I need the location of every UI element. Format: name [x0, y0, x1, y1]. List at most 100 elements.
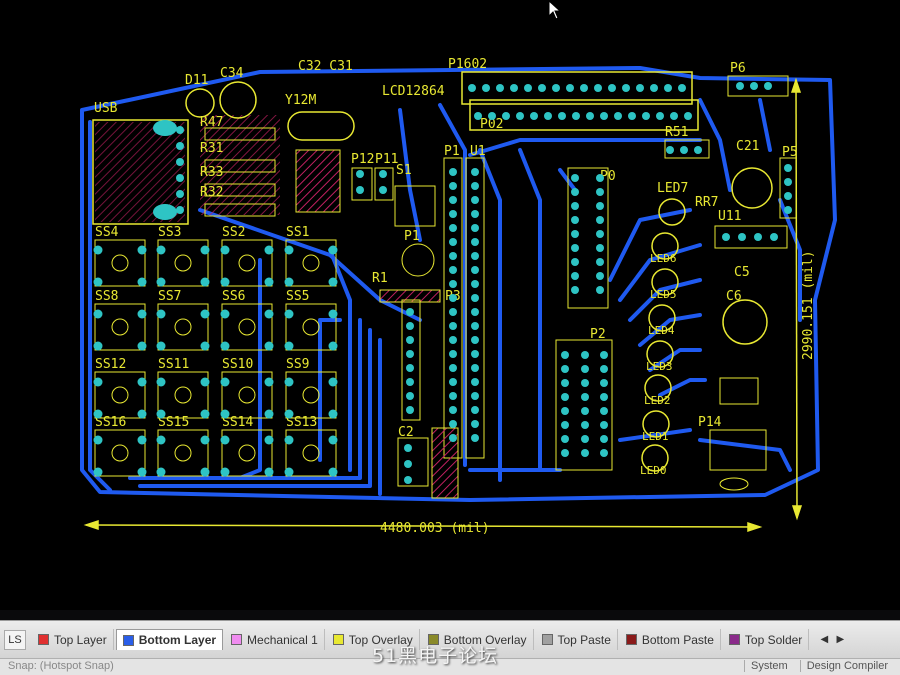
r1-resistor[interactable] — [379, 289, 441, 303]
switch-pad — [284, 467, 294, 477]
layer-tab-top-layer[interactable]: Top Layer — [32, 629, 114, 650]
switch-ss4[interactable] — [94, 239, 146, 287]
switch-ss13[interactable] — [285, 429, 337, 477]
p14-power-jack[interactable] — [709, 429, 767, 471]
p12-jumper[interactable] — [351, 167, 373, 201]
d11-label: D11 — [185, 73, 208, 88]
p2b-pad — [581, 435, 589, 443]
pcb-board[interactable]: 4480.003 (mil) 2990.151 (mil) USB R47 R3… — [0, 0, 900, 610]
resistor-block[interactable] — [200, 115, 280, 217]
s1-switch[interactable] — [394, 185, 436, 227]
lcd-pad — [670, 112, 678, 120]
p5-header[interactable] — [779, 157, 797, 219]
switch-pad — [200, 309, 210, 319]
u1-socket[interactable] — [465, 157, 485, 459]
switch-label: SS6 — [222, 289, 245, 304]
layer-tab-bottom-paste[interactable]: Bottom Paste — [620, 629, 721, 650]
switch-ss3[interactable] — [157, 239, 209, 287]
layer-color-swatch — [625, 634, 637, 645]
c21-label: C21 — [736, 139, 759, 154]
switch-ss5[interactable] — [285, 303, 337, 351]
switch-pad — [137, 277, 147, 287]
switch-ss1[interactable] — [285, 239, 337, 287]
switch-ss14[interactable] — [221, 429, 273, 477]
switch-pad — [328, 309, 338, 319]
p12-pad — [356, 186, 364, 194]
c34-outline[interactable] — [219, 81, 257, 119]
c21-capacitor[interactable] — [731, 167, 773, 209]
led6-label: LED6 — [650, 252, 677, 265]
c2-capacitor[interactable] — [397, 437, 429, 487]
lcd-header[interactable] — [469, 99, 699, 131]
pcb-canvas[interactable]: 4480.003 (mil) 2990.151 (mil) USB R47 R3… — [0, 0, 900, 610]
p2b-pad — [581, 379, 589, 387]
switch-pad — [93, 277, 103, 287]
p1-pad — [449, 392, 457, 400]
usb-mount-hole — [153, 204, 177, 220]
switch-ss11[interactable] — [157, 371, 209, 419]
layer-tab-mechanical-1[interactable]: Mechanical 1 — [225, 629, 325, 650]
p14-slot — [719, 477, 749, 491]
p5-pad — [784, 206, 792, 214]
p0-header[interactable] — [567, 167, 609, 309]
ic-chip[interactable] — [295, 149, 341, 213]
p2-header[interactable] — [555, 339, 613, 471]
buzzer[interactable] — [401, 243, 435, 277]
p0-pad — [571, 230, 579, 238]
reset-switch[interactable] — [431, 427, 459, 499]
switch-pad — [284, 341, 294, 351]
layer-tab-top-overlay[interactable]: Top Overlay — [327, 629, 420, 650]
switch-ss7[interactable] — [157, 303, 209, 351]
switch-pad — [328, 377, 338, 387]
tab-scroll-arrows[interactable]: ◀ ▶ — [817, 632, 847, 648]
layer-set-button[interactable]: LS — [4, 629, 26, 650]
switch-pad — [137, 245, 147, 255]
led-column[interactable] — [641, 198, 686, 472]
layer-tab-top-paste[interactable]: Top Paste — [536, 629, 618, 650]
switch-ss8[interactable] — [94, 303, 146, 351]
switch-ss10[interactable] — [221, 371, 273, 419]
crystal-outline[interactable] — [287, 111, 355, 141]
switch-ss6[interactable] — [221, 303, 273, 351]
layer-tab-bottom-layer[interactable]: Bottom Layer — [115, 629, 224, 650]
switch-pad — [284, 409, 294, 419]
p1602-header[interactable] — [461, 71, 693, 105]
led1-label: LED1 — [642, 430, 669, 443]
r51-network[interactable] — [664, 139, 710, 159]
layer-tab-top-solder[interactable]: Top Solder — [723, 629, 810, 650]
switch-pad — [156, 409, 166, 419]
scroll-left-icon[interactable]: ◀ — [820, 634, 829, 645]
switch-ss12[interactable] — [94, 371, 146, 419]
design-compiler-panel-button[interactable]: Design Compiler — [799, 660, 894, 672]
p3-header[interactable] — [401, 299, 421, 421]
diode-pair[interactable] — [719, 377, 759, 405]
usb-pad — [176, 190, 184, 198]
d11-outline[interactable] — [185, 88, 215, 118]
u11-regulator[interactable] — [714, 225, 788, 249]
usb-connector-outline[interactable] — [92, 119, 189, 225]
switch-pad — [156, 341, 166, 351]
p11-jumper[interactable] — [374, 167, 394, 201]
r51-pad — [694, 146, 702, 154]
p1-pad — [449, 266, 457, 274]
lcd-pad — [600, 112, 608, 120]
switch-pad — [220, 435, 230, 445]
switch-ss16[interactable] — [94, 429, 146, 477]
p6-pad — [736, 82, 744, 90]
p6-header[interactable] — [727, 75, 789, 97]
switch-ss2[interactable] — [221, 239, 273, 287]
system-panel-button[interactable]: System — [744, 660, 794, 672]
switch-label: SS8 — [95, 289, 118, 304]
switch-ss15[interactable] — [157, 429, 209, 477]
p2-pad — [561, 421, 569, 429]
switch-pad — [200, 435, 210, 445]
layer-tab-bottom-overlay[interactable]: Bottom Overlay — [422, 629, 534, 650]
switch-ss9[interactable] — [285, 371, 337, 419]
c6-capacitor[interactable] — [722, 299, 768, 345]
scroll-right-icon[interactable]: ▶ — [836, 634, 845, 645]
switch-pad — [156, 309, 166, 319]
switch-button-outline — [302, 318, 320, 336]
dimension-lines — [83, 77, 803, 533]
